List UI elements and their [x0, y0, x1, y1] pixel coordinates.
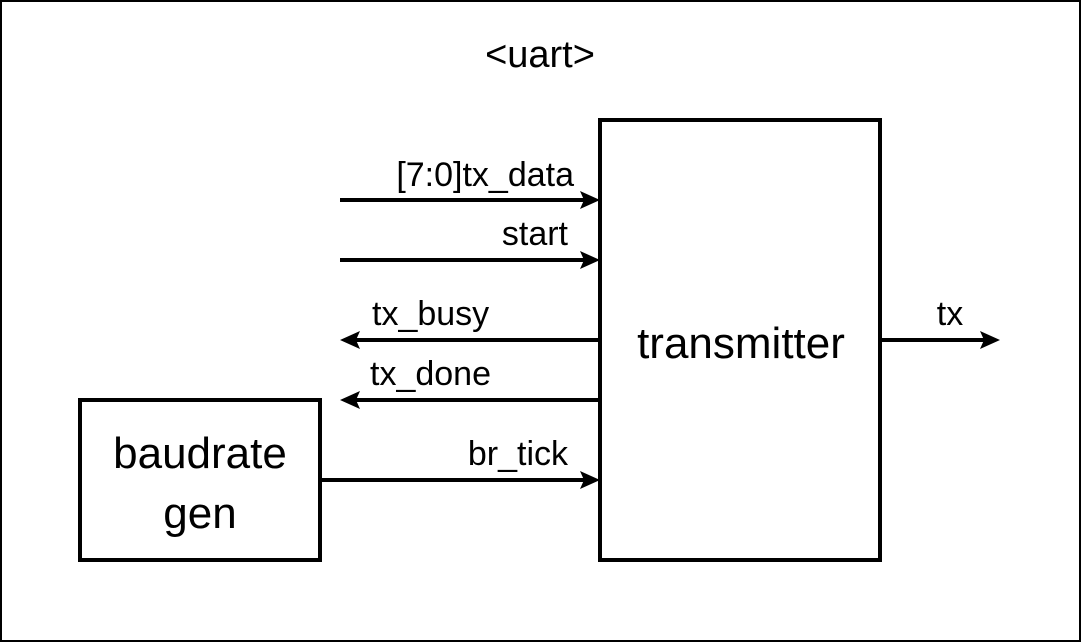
tx-data-signal: [7:0]tx_data	[340, 156, 600, 209]
tx-busy-signal: tx_busy	[340, 295, 600, 349]
tx-busy-arrowhead	[340, 331, 360, 349]
transmitter-label: transmitter	[637, 319, 845, 368]
tx-done-signal: tx_done	[340, 355, 600, 409]
tx-label: tx	[937, 295, 963, 333]
tx-data-arrowhead	[580, 191, 600, 209]
tx-done-label: tx_done	[370, 355, 491, 393]
start-label: start	[502, 215, 569, 253]
diagram-title: <uart>	[485, 34, 595, 76]
tx-signal: tx	[880, 295, 1000, 349]
tx-busy-label: tx_busy	[372, 295, 489, 333]
tx-done-arrowhead	[340, 391, 360, 409]
transmitter-block	[598, 118, 882, 562]
tx-data-label: [7:0]tx_data	[396, 156, 574, 194]
tx-arrowhead	[980, 331, 1000, 349]
start-signal: start	[340, 215, 600, 269]
br-tick-signal: br_tick	[320, 435, 600, 489]
baudrate-gen-label-line1: baudrate	[113, 429, 287, 478]
baudrate-gen-block	[78, 398, 322, 562]
start-arrowhead	[580, 251, 600, 269]
br-tick-label: br_tick	[468, 435, 569, 473]
baudrate-gen-label-line2: gen	[163, 489, 236, 538]
br-tick-arrowhead	[580, 471, 600, 489]
